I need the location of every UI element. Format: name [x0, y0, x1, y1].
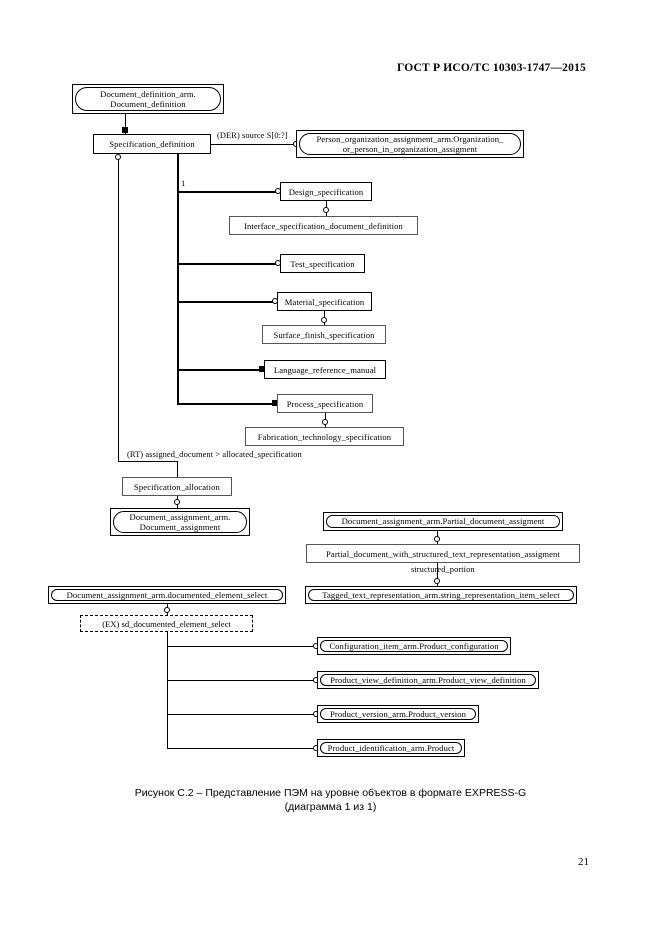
schema-ref-person-organization-assignment[interactable]: Person_organization_assignment_arm.Organ…: [296, 130, 524, 158]
edge-to-product-view-definition: [167, 680, 317, 681]
edge-marker-surface-finish: [321, 317, 327, 323]
edge-marker-partial-structured: [434, 536, 440, 542]
schema-ref-line1: Product_version_arm.Product_version: [330, 708, 466, 719]
edge-spine-product-selects: [167, 632, 168, 749]
schema-ref-line2: or_person_in_organization_assigment: [342, 144, 478, 154]
entity-fabrication-technology-specification[interactable]: Fabrication_technology_specification: [245, 427, 404, 446]
edge-to-product-configuration: [167, 646, 317, 647]
edge-label-rt-assigned-document: (RT) assigned_document > allocated_speci…: [126, 450, 303, 459]
edge-label-der-source: (DER) source S[0:?]: [216, 131, 289, 140]
edge-to-product-version: [167, 714, 317, 715]
schema-ref-line1: Document_assignment_arm.: [129, 511, 231, 522]
edge-docdef-specdef: [125, 114, 126, 134]
edge-marker-subtype: [122, 127, 128, 133]
edge-der-source: [211, 144, 297, 145]
page-number: 21: [578, 856, 589, 868]
edge-to-test-specification: [177, 263, 279, 265]
schema-ref-line1: Tagged_text_representation_arm.string_re…: [322, 589, 560, 600]
edge-marker-interface-specification: [323, 207, 329, 213]
figure-caption-line1: Рисунок С.2 – Представление ПЭМ на уровн…: [134, 787, 527, 799]
edge-label-structured-portion: structured_portion: [410, 565, 476, 574]
entity-design-specification[interactable]: Design_specification: [280, 182, 372, 201]
edge-structured-portion-line: [437, 563, 438, 587]
edge-marker-spec-allocation: [115, 154, 121, 160]
schema-ref-partial-document-assignment[interactable]: Document_assignment_arm.Partial_document…: [323, 512, 563, 531]
edge-to-process-specification: [177, 403, 276, 405]
entity-material-specification[interactable]: Material_specification: [277, 292, 372, 311]
edge-marker-document-assignment: [174, 499, 180, 505]
edge-to-product-identification: [167, 748, 317, 749]
entity-process-specification[interactable]: Process_specification: [277, 394, 373, 413]
schema-ref-line1: Document_assignment_arm.Partial_document…: [341, 516, 545, 527]
edge-spine-specdef-to-allocation: [118, 160, 119, 461]
edge-marker-sd-documented-element-select: [164, 607, 170, 613]
schema-ref-line2: Document_definition: [110, 99, 186, 109]
schema-ref-line1: Document_definition_arm.: [100, 88, 196, 99]
figure-caption-line2: (диаграмма 1 из 1): [284, 801, 377, 813]
schema-ref-line1: Product_identification_arm.Product: [327, 742, 455, 753]
schema-ref-product-view-definition[interactable]: Product_view_definition_arm.Product_view…: [317, 671, 539, 689]
interface-box-sd-documented-element-select[interactable]: (EX) sd_documented_element_select: [80, 615, 253, 632]
schema-ref-line1: Product_view_definition_arm.Product_view…: [330, 674, 526, 685]
entity-specification-allocation[interactable]: Specification_allocation: [122, 477, 232, 496]
entity-partial-document-with-structured-text[interactable]: Partial_document_with_structured_text_re…: [306, 544, 580, 563]
schema-ref-line1: Configuration_item_arm.Product_configura…: [329, 640, 499, 651]
edge-marker-fabrication-technology: [322, 419, 328, 425]
schema-ref-line1: Person_organization_assignment_arm.Organ…: [316, 133, 504, 144]
entity-interface-specification-document-definition[interactable]: Interface_specification_document_definit…: [229, 216, 418, 235]
edge-to-material-specification: [177, 301, 276, 303]
schema-ref-tagged-text-representation[interactable]: Tagged_text_representation_arm.string_re…: [305, 586, 577, 604]
schema-ref-document-assignment[interactable]: Document_assignment_arm. Document_assign…: [110, 508, 250, 536]
schema-ref-product-configuration[interactable]: Configuration_item_arm.Product_configura…: [317, 637, 511, 655]
edge-drop-to-allocation: [177, 461, 178, 477]
edge-subtype-spine: [177, 154, 179, 404]
schema-ref-product-version[interactable]: Product_version_arm.Product_version: [317, 705, 479, 723]
edge-marker-structured-portion: [434, 578, 440, 584]
schema-ref-line2: Document_assignment: [139, 522, 221, 532]
schema-ref-document-definition[interactable]: Document_definition_arm. Document_defini…: [72, 84, 224, 114]
figure-caption: Рисунок С.2 – Представление ПЭМ на уровн…: [0, 786, 661, 814]
page-header-standard-number: ГОСТ Р ИСО/ТС 10303-1747—2015: [397, 62, 586, 74]
schema-ref-documented-element-select[interactable]: Document_assignment_arm.documented_eleme…: [48, 586, 286, 604]
edge-to-language-reference-manual: [177, 369, 263, 371]
entity-specification-definition[interactable]: Specification_definition: [93, 134, 211, 154]
entity-surface-finish-specification[interactable]: Surface_finish_specification: [262, 325, 386, 344]
schema-ref-line1: Document_assignment_arm.documented_eleme…: [66, 589, 268, 600]
schema-ref-product-identification[interactable]: Product_identification_arm.Product: [317, 739, 465, 757]
entity-test-specification[interactable]: Test_specification: [280, 254, 365, 273]
edge-label-subtype-count: 1: [180, 178, 187, 188]
edge-to-design-specification: [177, 191, 279, 193]
entity-language-reference-manual[interactable]: Language_reference_manual: [264, 360, 386, 379]
edge-turn-to-allocation: [118, 461, 178, 462]
